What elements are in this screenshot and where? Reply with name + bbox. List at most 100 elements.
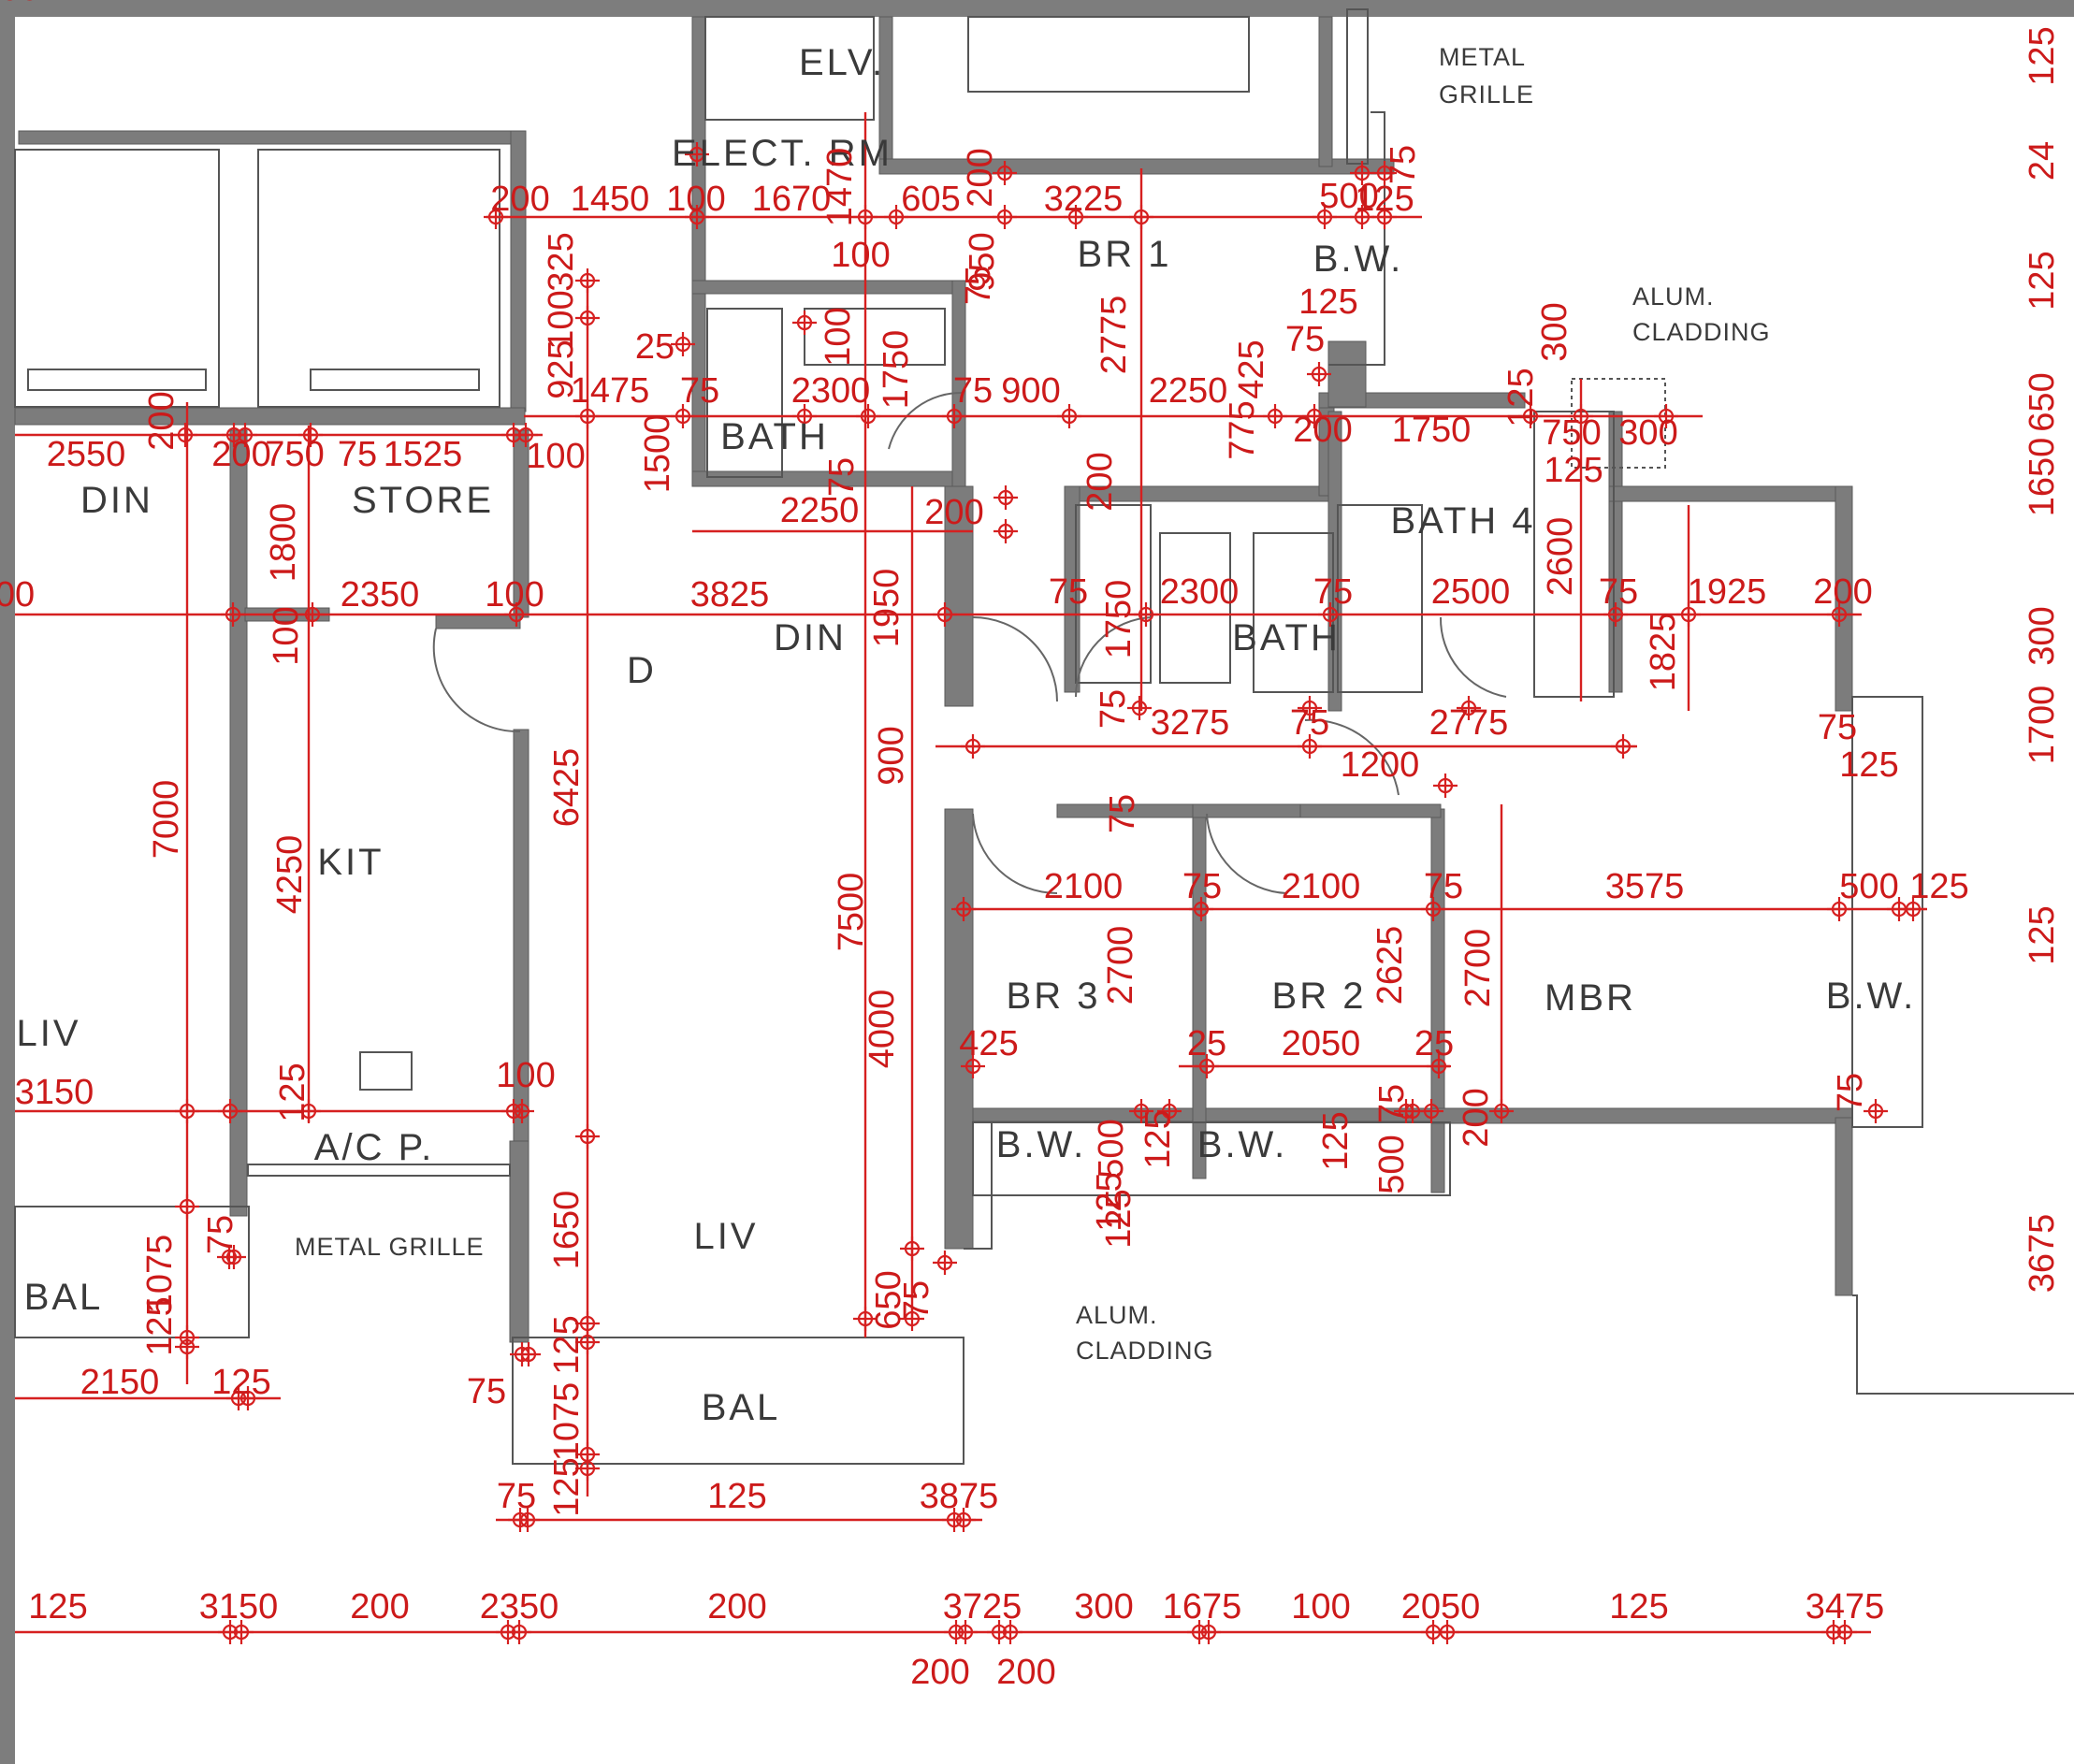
dimension-tick xyxy=(1457,696,1481,720)
dimension-tick xyxy=(575,306,600,330)
dimension-tick xyxy=(233,423,257,447)
room-br2: BR 2 xyxy=(1272,976,1367,1017)
dimension-label: 900 xyxy=(1001,371,1060,411)
dimension-label: 2100 xyxy=(1044,867,1124,906)
dimension-label: 2350 xyxy=(480,1587,559,1627)
dimension-label: 1750 xyxy=(1099,580,1139,659)
dimension-label: 2550 xyxy=(47,435,126,474)
dimension-tick xyxy=(1307,362,1331,386)
dimension-label: 500 xyxy=(1092,1119,1131,1178)
dimension-label: 1500 xyxy=(638,414,677,494)
dimension-label: 100 xyxy=(496,1056,555,1095)
room-elect-rm: ELECT. RM xyxy=(672,133,892,174)
dimension-label: 1800 xyxy=(264,503,303,583)
dimension-label: 3275 xyxy=(1151,703,1230,743)
dimension-label: 125 xyxy=(28,1587,87,1627)
dimension-tick xyxy=(1134,602,1158,627)
dimension-tick xyxy=(951,1508,976,1532)
dimension-label: 1500 xyxy=(0,0,39,8)
room-bal-left: BAL xyxy=(24,1277,104,1318)
dimension-tick xyxy=(575,404,600,428)
dimension-label: 1450 xyxy=(571,180,650,219)
room-ac-platform: A/C P. xyxy=(314,1127,434,1168)
dimension-label: 75 xyxy=(1384,145,1423,184)
dimension-label: 100 xyxy=(831,236,890,275)
dimension-tick xyxy=(900,1307,924,1331)
dimension-label: 100 xyxy=(267,606,306,665)
dimension-label: 3475 xyxy=(1806,1587,1885,1627)
dimension-tick xyxy=(1127,696,1152,720)
dimension-tick xyxy=(685,142,709,166)
dimension-tick xyxy=(1676,602,1701,627)
dimension-label: 300 xyxy=(2023,606,2062,665)
dimension-label: 2300 xyxy=(1160,572,1240,612)
dimension-label: 125 xyxy=(1355,180,1414,219)
dimension-tick xyxy=(1350,205,1374,229)
dimension-tick xyxy=(516,1342,541,1366)
dimension-label: 125 xyxy=(547,1315,587,1374)
dimension-tick xyxy=(1864,1099,1888,1123)
dimension-label: 2100 xyxy=(1282,867,1361,906)
dimension-label: 1925 xyxy=(1688,572,1767,612)
dimension-label: 3150 xyxy=(199,1587,279,1627)
dimension-label: 2775 xyxy=(1429,703,1509,743)
dimension-tick xyxy=(993,519,1018,543)
dimension-tick xyxy=(1833,1620,1857,1644)
dimension-label: 75 xyxy=(897,1280,936,1320)
dimension-tick xyxy=(942,404,966,428)
dimension-label: 425 xyxy=(1232,340,1271,398)
dimension-label: 775 xyxy=(1223,400,1262,459)
dimension-label: 100 xyxy=(485,575,544,615)
dimension-label: 1475 xyxy=(571,371,650,411)
dimension-label: 300 xyxy=(1618,413,1677,453)
dimension-tick xyxy=(1129,205,1153,229)
dimension-label: 1700 xyxy=(2023,686,2062,765)
dimension-tick xyxy=(685,205,709,229)
dimension-tick xyxy=(1654,404,1678,428)
dimension-tick xyxy=(297,1099,321,1123)
dimension-label: 75 xyxy=(953,371,993,411)
dimension-label: 500 xyxy=(1839,867,1898,906)
dimension-label: 75 xyxy=(1424,867,1463,906)
dimension-tick xyxy=(1421,897,1445,921)
dimension-tick xyxy=(961,1054,985,1078)
dimension-label: 75 xyxy=(1103,794,1142,833)
dimension-tick xyxy=(575,1456,600,1481)
dimension-label: 25 xyxy=(1187,1024,1226,1063)
dimension-label: 125 xyxy=(1298,282,1357,322)
dimension-tick xyxy=(221,602,245,627)
note-metal-grille-top-1: METAL xyxy=(1439,43,1526,71)
dimension-tick xyxy=(1435,1620,1459,1644)
dimension-label: 125 xyxy=(1839,745,1898,785)
dimension-tick xyxy=(792,404,817,428)
dimension-label: 100 xyxy=(1291,1587,1350,1627)
dimension-label: 1750 xyxy=(877,330,916,410)
dimension-label: 125 xyxy=(140,1296,180,1355)
room-bw-br2: B.W. xyxy=(1197,1124,1287,1165)
dimension-tick xyxy=(1263,404,1287,428)
dimension-tick xyxy=(1197,1620,1221,1644)
note-alum-cladding-top-2: CLADDING xyxy=(1632,318,1771,346)
dimension-tick xyxy=(1195,1054,1219,1078)
dimension-label: 2300 xyxy=(791,371,871,411)
dimension-label: 75 xyxy=(467,1372,506,1411)
dimension-tick xyxy=(298,423,323,447)
dimension-tick xyxy=(300,602,325,627)
dimension-label: 75 xyxy=(497,1477,536,1516)
dimension-tick xyxy=(1318,602,1342,627)
dimension-label: 750 xyxy=(1542,413,1601,453)
dimension-tick xyxy=(222,1245,246,1269)
dimension-label: 125 xyxy=(1909,867,1968,906)
dimension-label: 200 xyxy=(910,1653,969,1692)
room-kit: KIT xyxy=(317,842,384,883)
dimension-tick xyxy=(236,1386,260,1410)
dimension-label: 125 xyxy=(1090,1172,1129,1231)
dimension-tick xyxy=(218,1099,242,1123)
dimension-label: 200 xyxy=(490,180,549,219)
dimension-tick xyxy=(175,1099,199,1123)
dimension-label: 75 xyxy=(1290,703,1329,743)
dimension-label: 3825 xyxy=(690,575,770,615)
